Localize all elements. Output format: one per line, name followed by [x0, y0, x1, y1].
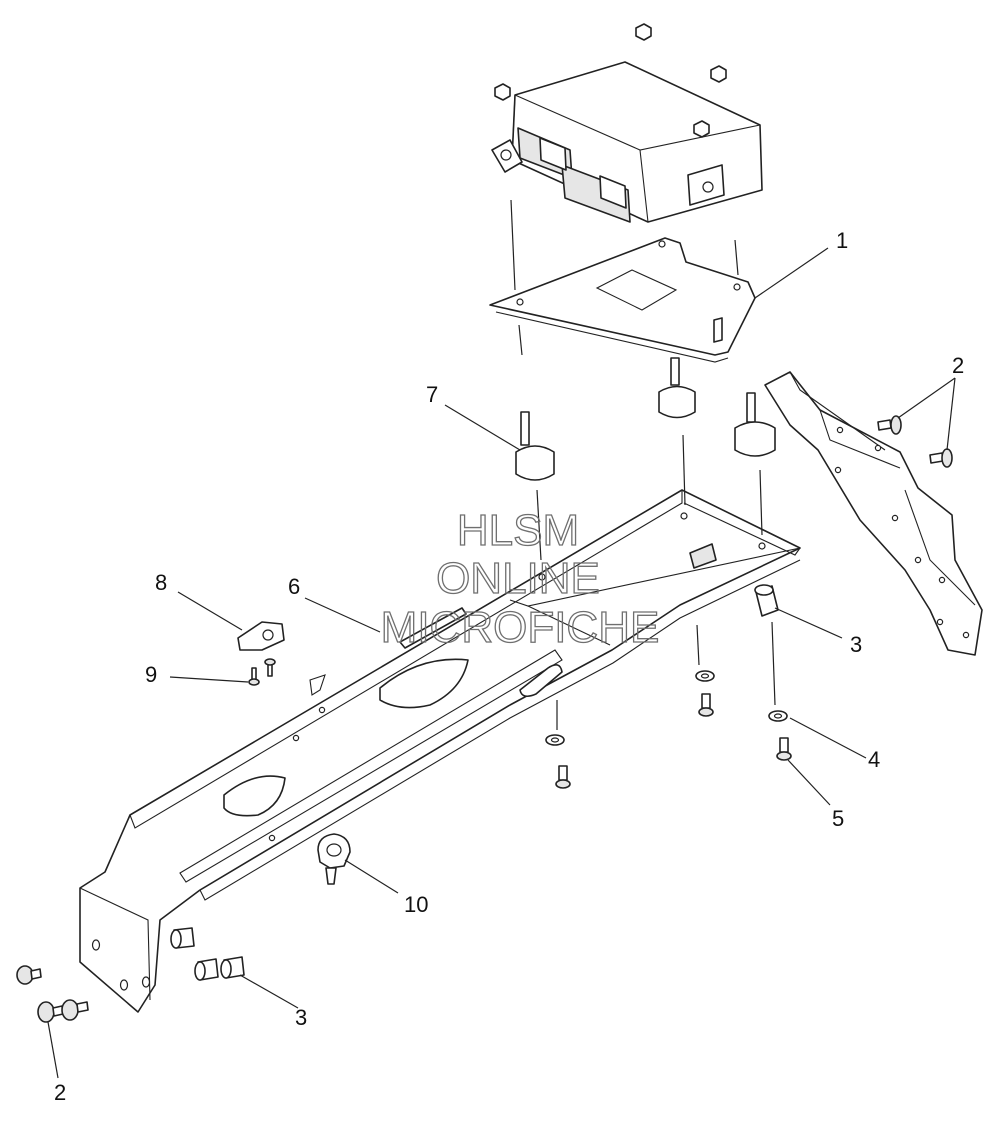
rubber-isolator-3	[734, 392, 776, 457]
side-bracket	[764, 371, 983, 656]
callout-4: 4	[868, 747, 880, 772]
screw-left-3	[61, 999, 89, 1021]
watermark: HLSM ONLINE MICROFICHE	[380, 505, 660, 652]
washer-3	[768, 710, 788, 722]
callout-2-right: 2	[952, 353, 964, 378]
callout-9: 9	[145, 662, 157, 687]
screw-left-1	[16, 965, 42, 985]
spacer-left-3	[220, 956, 245, 979]
watermark-line-2: ONLINE	[436, 554, 600, 603]
ecu-nut-1	[494, 83, 511, 101]
washer-1	[545, 734, 565, 746]
callout-3-right: 3	[850, 632, 862, 657]
spacer-right	[754, 584, 779, 617]
small-screw-1	[248, 667, 260, 686]
callout-6: 6	[288, 574, 300, 599]
callout-3-left: 3	[295, 1005, 307, 1030]
callout-7: 7	[426, 382, 438, 407]
spacer-left-2	[194, 958, 219, 981]
callout-2-left: 2	[54, 1080, 66, 1105]
callout-10: 10	[404, 892, 428, 917]
screw-right-2	[929, 448, 953, 468]
callout-1: 1	[836, 228, 848, 253]
ecu-nut-4	[693, 120, 710, 138]
watermark-line-1: HLSM	[457, 506, 579, 555]
washer-2	[695, 670, 715, 682]
mounting-plate	[489, 237, 756, 363]
small-screw-2	[264, 658, 276, 677]
bolt-1	[555, 765, 571, 789]
screw-right-1	[877, 415, 902, 435]
callout-leaders	[47, 247, 956, 1079]
watermark-line-3: MICROFICHE	[381, 603, 660, 652]
rubber-isolator-1	[515, 411, 555, 481]
rubber-isolator-2	[658, 357, 696, 419]
ecu-nut-3	[710, 65, 727, 83]
main-frame-bracket	[79, 489, 801, 1013]
hose-clip	[317, 833, 351, 885]
bolt-3	[776, 737, 792, 761]
ecu-nut-2	[635, 23, 652, 41]
cable-clamp	[237, 621, 285, 651]
alignment-lines	[510, 199, 776, 730]
spacer-left-1	[170, 927, 195, 949]
bolt-2	[698, 693, 714, 717]
screw-left-2	[37, 1001, 64, 1023]
callout-8: 8	[155, 570, 167, 595]
ecu-module	[491, 61, 763, 223]
callout-5: 5	[832, 806, 844, 831]
